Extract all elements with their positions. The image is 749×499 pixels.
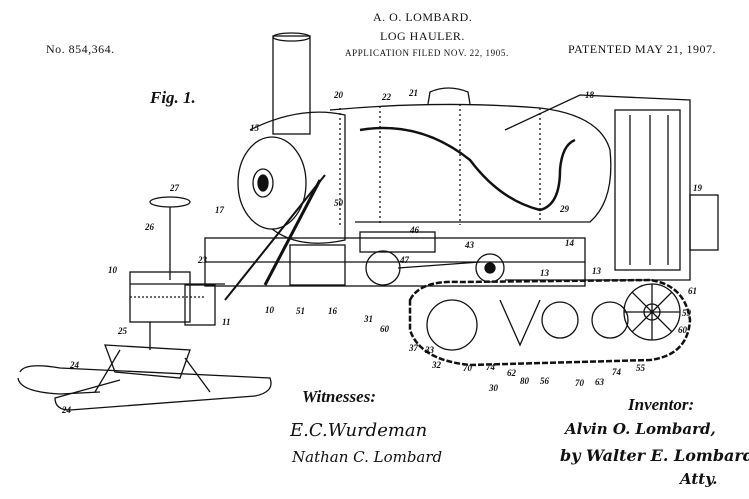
boiler: [329, 103, 612, 223]
smokestack: [272, 35, 311, 135]
ref-num: 37: [409, 343, 418, 353]
patented-date: PATENTED MAY 21, 1907.: [568, 42, 717, 56]
attorney-by: by Walter E. Lombard: [560, 446, 749, 465]
ref-num: 47: [400, 255, 409, 265]
ref-num: 23: [198, 255, 207, 265]
smokebox-door: [237, 136, 307, 230]
cab: [504, 94, 691, 281]
ref-num: 15: [250, 123, 259, 133]
ref-num: 13: [592, 266, 601, 276]
ref-num: 61: [688, 286, 697, 296]
ref-num: 74: [486, 362, 495, 372]
patent-title: LOG HAULER.: [380, 29, 465, 43]
inventor-header: A. O. LOMBARD.: [373, 10, 473, 24]
ref-num: 32: [432, 360, 441, 370]
ref-num: 27: [170, 183, 179, 193]
ref-num: 18: [585, 90, 594, 100]
ref-num: 74: [612, 367, 621, 377]
witnesses-label: Witnesses:: [302, 387, 376, 406]
ref-num: 46: [410, 225, 419, 235]
ref-num: 13: [540, 268, 549, 278]
witness-signature-2: Nathan C. Lombard: [292, 448, 443, 466]
steam-dome: [427, 87, 471, 105]
ref-num: 10: [265, 305, 274, 315]
ref-num: 17: [215, 205, 224, 215]
ref-num: 11: [222, 317, 231, 327]
figure-label: Fig. 1.: [150, 88, 196, 107]
ref-num: 30: [489, 383, 498, 393]
ref-num: 60: [380, 324, 389, 334]
ref-num: 29: [560, 204, 569, 214]
ref-num: 59: [682, 308, 691, 318]
ref-num: 20: [334, 90, 343, 100]
attorney-label: Atty.: [680, 470, 718, 488]
ref-num: 31: [364, 314, 373, 324]
ref-num: 16: [328, 306, 337, 316]
ref-num: 60: [678, 325, 687, 335]
ref-num: 43: [465, 240, 474, 250]
ref-num: 22: [382, 92, 391, 102]
sled-runner: [19, 365, 272, 411]
crawler-track: [408, 278, 692, 367]
ref-num: 80: [520, 376, 529, 386]
ref-num: 14: [565, 238, 574, 248]
inventor-label: Inventor:: [628, 395, 695, 414]
ref-num: 70: [575, 378, 584, 388]
ref-num: 25: [118, 326, 127, 336]
witness-signature-1: E.C.Wurdeman: [290, 420, 428, 441]
ref-num: 55: [636, 363, 645, 373]
ref-num: 19: [693, 183, 702, 193]
patent-number: No. 854,364.: [46, 42, 115, 56]
steering-wheel: [149, 196, 191, 208]
inventor-name: Alvin O. Lombard,: [565, 420, 716, 438]
ref-num: 62: [507, 368, 516, 378]
ref-num: 10: [108, 265, 117, 275]
ref-num: 70: [463, 363, 472, 373]
ref-num: 50: [334, 198, 343, 208]
ref-num: 24: [70, 360, 79, 370]
ref-num: 33: [425, 345, 434, 355]
ref-num: 26: [145, 222, 154, 232]
ref-num: 63: [595, 377, 604, 387]
filing-date: APPLICATION FILED NOV. 22, 1905.: [345, 48, 509, 58]
cab-rear-panel: [689, 194, 719, 251]
ref-num: 51: [296, 306, 305, 316]
ref-num: 24: [62, 405, 71, 415]
ref-num: 21: [409, 88, 418, 98]
ref-num: 56: [540, 376, 549, 386]
